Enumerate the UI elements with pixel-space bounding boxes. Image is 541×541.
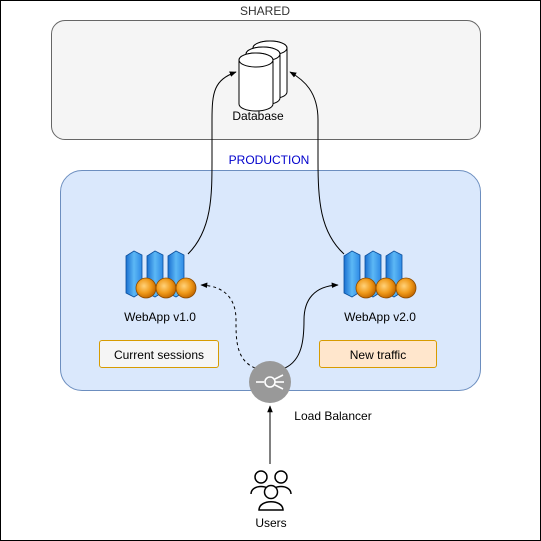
new-traffic-note: New traffic [319,340,437,368]
webapp-v2-icon [343,250,417,299]
connector-lb-to-v1 [200,282,256,369]
webapp-v2-label: WebApp v2.0 [344,310,416,324]
connector-v1-to-database [187,71,237,255]
connector-lb-to-v2 [284,282,339,369]
current-sessions-note: Current sessions [99,340,219,368]
load-balancer-icon [249,361,291,403]
users-icon [250,470,292,511]
load-balancer-label: Load Balancer [294,409,372,423]
webapp-v1-label: WebApp v1.0 [124,310,196,324]
webapp-v1-icon [125,250,197,299]
database-label: Database [232,109,284,123]
connector-v2-to-database [289,71,345,255]
production-zone-label: PRODUCTION [228,153,310,167]
shared-zone [51,20,481,140]
database-icon [238,40,288,112]
shared-zone-label: SHARED [239,4,290,18]
users-label: Users [255,516,287,530]
